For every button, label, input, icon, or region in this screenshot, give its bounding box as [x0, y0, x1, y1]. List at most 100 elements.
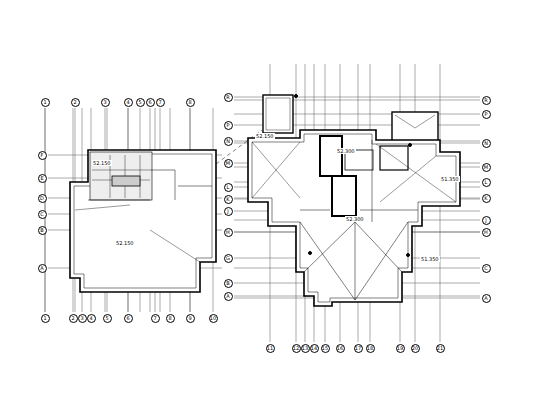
elevation-note: 52.150 [255, 133, 275, 139]
grid-label: M [484, 165, 488, 170]
grid-label: 1 [43, 316, 46, 321]
grid-label: C [484, 266, 488, 271]
grid-bubble: 10 [209, 314, 218, 323]
grid-bubble: F [38, 151, 47, 160]
grid-label: 10 [210, 316, 216, 321]
grid-bubble: L [482, 178, 491, 187]
grid-label: 11 [267, 346, 273, 351]
elevation-note: 51.350 [440, 176, 460, 182]
grid-label: 6 [148, 100, 151, 105]
grid-bubble: 5 [103, 314, 112, 323]
grid-label: 9 [188, 316, 191, 321]
grid-bubble: 1 [41, 98, 50, 107]
grid-label: 4 [89, 316, 92, 321]
grid-bubble: B [224, 279, 233, 288]
grid-bubble: 6 [124, 314, 133, 323]
grid-label: N [484, 141, 488, 146]
grid-bubble: 19 [396, 344, 405, 353]
grid-bubble: C [38, 210, 47, 219]
grid-label: 2 [71, 316, 74, 321]
grid-bubble: M [224, 159, 233, 168]
grid-bubble: B [38, 226, 47, 235]
grid-bubble: 9 [186, 314, 195, 323]
grid-label: P [484, 112, 487, 117]
grid-label: 1 [43, 100, 46, 105]
grid-bubble: D [38, 194, 47, 203]
grid-bubble: 21 [436, 344, 445, 353]
grid-label: B [40, 228, 43, 233]
grid-bubble: 7 [156, 98, 165, 107]
grid-label: A [40, 266, 43, 271]
grid-label: K [226, 197, 229, 202]
grid-bubble: A [38, 264, 47, 273]
grid-label: 13 [302, 346, 308, 351]
grid-label: K [484, 196, 487, 201]
grid-bubble: P [482, 110, 491, 119]
grid-bubble: A [224, 292, 233, 301]
grid-label: 8 [188, 100, 191, 105]
grid-bubble: 12 [292, 344, 301, 353]
grid-label: C [40, 212, 44, 217]
grid-bubble: N [482, 139, 491, 148]
grid-bubble: 13 [301, 344, 310, 353]
grid-label: 4 [126, 100, 129, 105]
grid-label: P [226, 123, 229, 128]
grid-bubble: 2 [69, 314, 78, 323]
grid-bubble: K [224, 195, 233, 204]
elevation-note: 51.350 [420, 256, 440, 262]
grid-bubble: L [224, 183, 233, 192]
grid-bubble: R [224, 93, 233, 102]
grid-label: 14 [311, 346, 317, 351]
grid-lines [45, 64, 480, 342]
grid-label: D [40, 196, 44, 201]
elevation-note: 52.150 [92, 160, 112, 166]
grid-bubble: N [224, 137, 233, 146]
grid-bubble: 4 [87, 314, 96, 323]
elevation-note: 52.150 [115, 240, 135, 246]
grid-bubble: R [482, 96, 491, 105]
grid-bubble: 4 [124, 98, 133, 107]
grid-label: J [227, 209, 228, 214]
grid-bubble: G [224, 254, 233, 263]
grid-label: 18 [367, 346, 373, 351]
grid-label: 7 [153, 316, 156, 321]
grid-label: 3 [80, 316, 83, 321]
grid-label: N [226, 139, 230, 144]
grid-label: J [485, 218, 486, 223]
grid-label: R [226, 95, 229, 100]
grid-bubble: 8 [166, 314, 175, 323]
grid-bubble: 1 [41, 314, 50, 323]
grid-label: 5 [138, 100, 141, 105]
grid-bubble: A [482, 294, 491, 303]
grid-bubble: J [224, 207, 233, 216]
grid-bubble: 16 [336, 344, 345, 353]
grid-bubble: 5 [136, 98, 145, 107]
grid-label: 12 [293, 346, 299, 351]
grid-label: E [40, 176, 43, 181]
grid-label: L [227, 185, 230, 190]
grid-label: 21 [437, 346, 443, 351]
grid-label: 3 [103, 100, 106, 105]
grid-label: A [484, 296, 487, 301]
grid-label: F [41, 153, 44, 158]
grid-label: H [226, 230, 230, 235]
grid-label: M [226, 161, 230, 166]
grid-bubble: 3 [78, 314, 87, 323]
grid-bubble: H [482, 228, 491, 237]
grid-bubble: M [482, 163, 491, 172]
grid-bubble: 8 [186, 98, 195, 107]
grid-label: H [484, 230, 488, 235]
right-plan [248, 95, 460, 307]
grid-bubble: 14 [310, 344, 319, 353]
grid-label: L [485, 180, 488, 185]
grid-bubble: 18 [366, 344, 375, 353]
grid-bubble: 7 [151, 314, 160, 323]
grid-label: 7 [158, 100, 161, 105]
grid-label: G [226, 256, 230, 261]
grid-label: B [226, 281, 229, 286]
grid-label: 2 [73, 100, 76, 105]
elevation-note: 52.300 [345, 216, 365, 222]
grid-label: R [484, 98, 487, 103]
